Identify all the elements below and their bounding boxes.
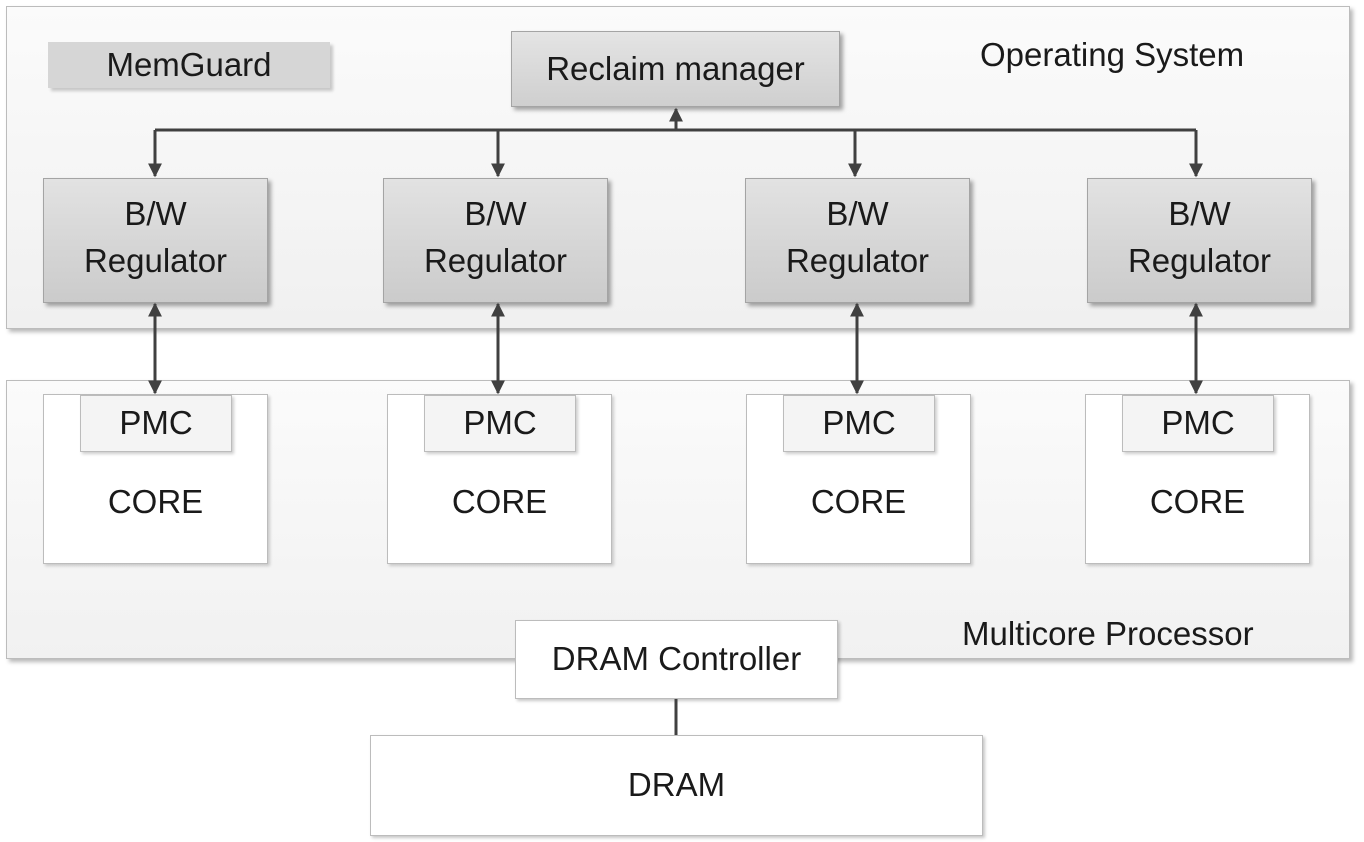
reclaim-manager-box: Reclaim manager: [511, 31, 840, 107]
multicore-processor-label: Multicore Processor: [962, 615, 1254, 652]
regulator-line1: B/W: [124, 195, 187, 233]
bw-regulator-box: B/W Regulator: [1087, 178, 1312, 303]
memguard-label: MemGuard: [48, 42, 330, 88]
core-label: CORE: [810, 483, 907, 520]
core-box: PMC CORE: [43, 394, 268, 564]
regulator-line1: B/W: [826, 195, 889, 233]
regulator-line1: B/W: [1168, 195, 1231, 233]
regulator-line2: Regulator: [1127, 241, 1272, 279]
core-box: PMC CORE: [1085, 394, 1310, 564]
core-box: PMC CORE: [387, 394, 612, 564]
core-label: CORE: [451, 483, 548, 520]
regulator-line2: Regulator: [423, 241, 568, 279]
operating-system-label: Operating System: [980, 36, 1245, 73]
core-label: CORE: [1149, 483, 1246, 520]
regulator-line1: B/W: [464, 195, 527, 233]
bw-regulator-box: B/W Regulator: [383, 178, 608, 303]
dram-controller-box: DRAM Controller: [515, 620, 838, 699]
pmc-box: PMC: [80, 395, 232, 452]
bw-regulator-box: B/W Regulator: [43, 178, 268, 303]
regulator-line2: Regulator: [785, 241, 930, 279]
pmc-box: PMC: [783, 395, 935, 452]
regulator-line2: Regulator: [83, 241, 228, 279]
pmc-box: PMC: [424, 395, 576, 452]
dram-box: DRAM: [370, 735, 983, 836]
core-box: PMC CORE: [746, 394, 971, 564]
pmc-box: PMC: [1122, 395, 1274, 452]
bw-regulator-box: B/W Regulator: [745, 178, 970, 303]
core-label: CORE: [107, 483, 204, 520]
